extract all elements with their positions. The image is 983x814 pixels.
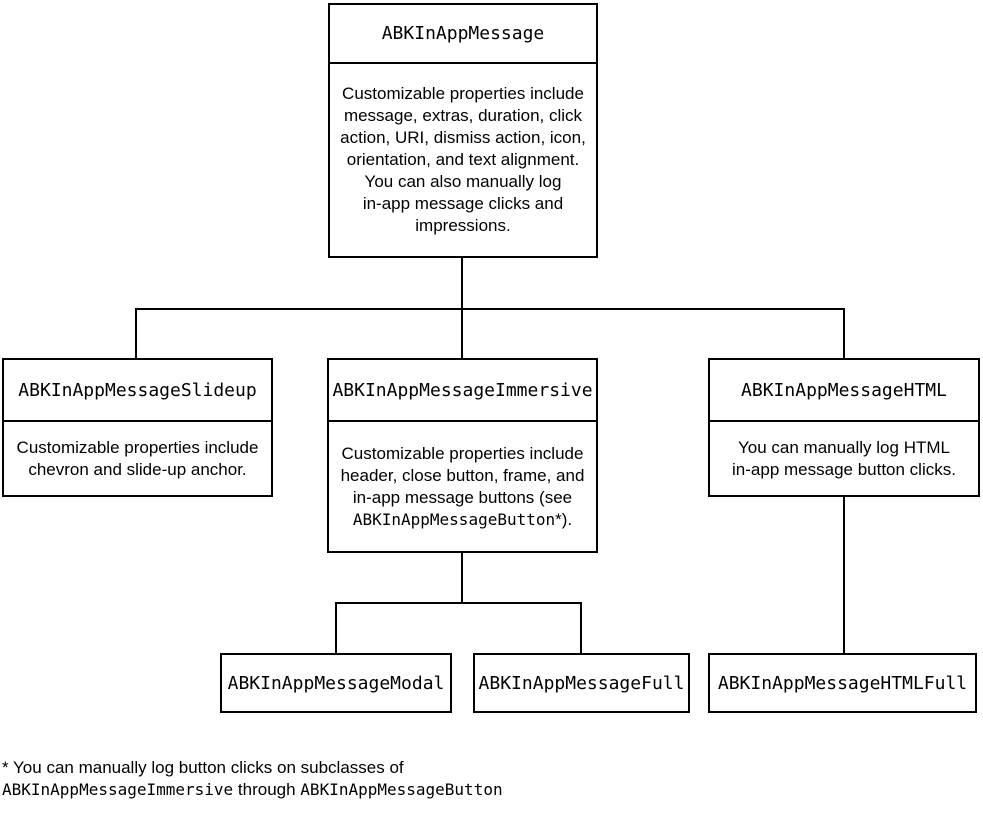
node-abkinappmessageimmersive: ABKInAppMessageImmersive Customizable pr… — [327, 358, 598, 553]
footnote-line2: ABKInAppMessageImmersive through ABKInAp… — [2, 779, 503, 801]
node-abkinappmessagehtmlfull: ABKInAppMessageHTMLFull — [708, 653, 977, 713]
immersive-body-code: ABKInAppMessageButton — [352, 509, 556, 529]
footnote-code-button: ABKInAppMessageButton — [300, 780, 503, 799]
footnote-line2-text: through — [233, 780, 301, 799]
node-abkinappmessagehtml-title: ABKInAppMessageHTML — [710, 360, 978, 422]
connector-drop-modal — [335, 602, 337, 653]
connector-root-stem — [461, 258, 463, 310]
connector-root-crossbar — [135, 308, 845, 310]
connector-immersive-stem — [461, 553, 463, 604]
immersive-body-last-line: ABKInAppMessageButton*). — [353, 509, 572, 531]
footnote: * You can manually log button clicks on … — [2, 757, 503, 801]
node-abkinappmessageslideup-title: ABKInAppMessageSlideup — [4, 360, 271, 422]
node-abkinappmessagehtml-body: You can manually log HTML in-app message… — [732, 437, 956, 479]
connector-drop-slideup — [135, 308, 137, 358]
node-abkinappmessage-title: ABKInAppMessage — [330, 5, 596, 64]
node-abkinappmessage-body: Customizable properties include message,… — [340, 84, 586, 235]
node-abkinappmessagefull: ABKInAppMessageFull — [473, 653, 690, 713]
node-abkinappmessageslideup-body: Customizable properties include chevron … — [16, 437, 259, 479]
footnote-code-immersive: ABKInAppMessageImmersive — [2, 780, 234, 799]
immersive-body-suffix: *). — [555, 509, 573, 529]
node-abkinappmessage: ABKInAppMessage Customizable properties … — [328, 3, 598, 258]
node-abkinappmessageimmersive-body: Customizable properties include header, … — [329, 422, 596, 551]
node-abkinappmessagefull-title: ABKInAppMessageFull — [478, 672, 685, 694]
immersive-body-text: Customizable properties include header, … — [340, 443, 585, 507]
node-abkinappmessageslideup: ABKInAppMessageSlideup Customizable prop… — [2, 358, 273, 497]
node-abkinappmessageimmersive-title: ABKInAppMessageImmersive — [329, 360, 596, 422]
node-abkinappmessagemodal-title: ABKInAppMessageModal — [227, 672, 445, 694]
connector-drop-html — [843, 308, 845, 358]
connector-drop-full — [580, 602, 582, 653]
footnote-line1: * You can manually log button clicks on … — [2, 758, 404, 777]
connector-html-to-htmlfull — [843, 497, 845, 653]
node-abkinappmessagehtml: ABKInAppMessageHTML You can manually log… — [708, 358, 980, 497]
connector-drop-immersive — [461, 308, 463, 358]
node-abkinappmessagemodal: ABKInAppMessageModal — [220, 653, 452, 713]
connector-immersive-crossbar — [335, 602, 582, 604]
node-abkinappmessagehtmlfull-title: ABKInAppMessageHTMLFull — [717, 672, 968, 694]
